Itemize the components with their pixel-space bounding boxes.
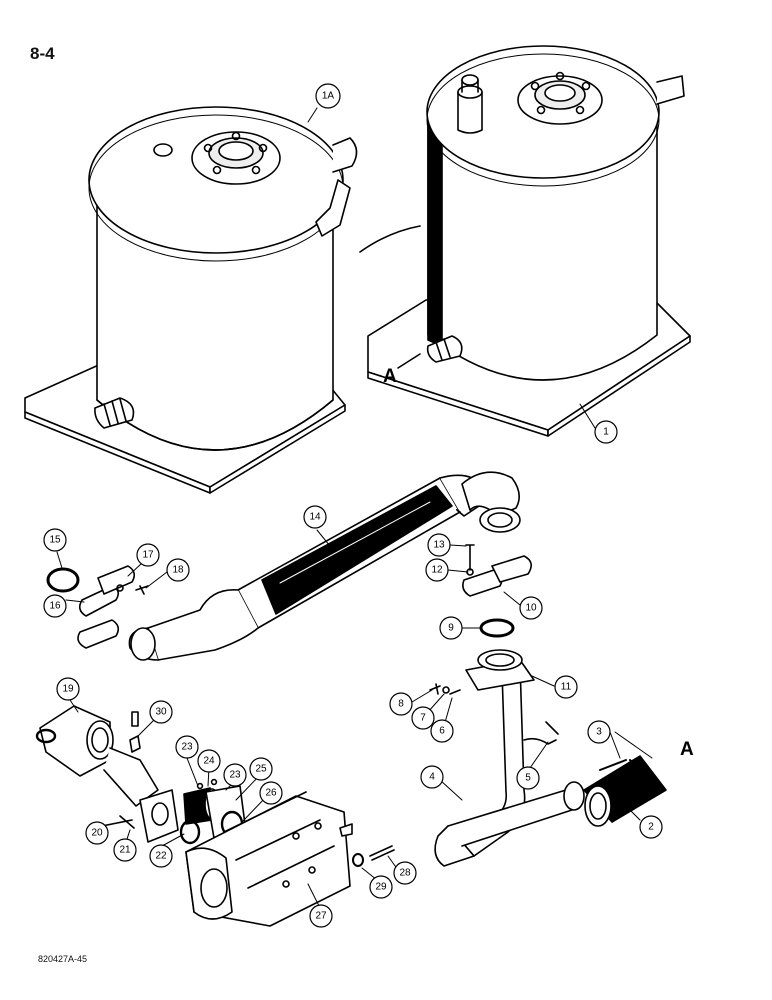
svg-text:20: 20 bbox=[91, 828, 103, 839]
svg-text:7: 7 bbox=[420, 713, 426, 724]
svg-text:15: 15 bbox=[49, 535, 61, 546]
adapter-fittings bbox=[179, 778, 247, 845]
callout-16: 16 bbox=[43, 594, 67, 618]
callout-8: 8 bbox=[389, 692, 413, 716]
callout-3: 3 bbox=[587, 720, 611, 744]
svg-text:3: 3 bbox=[596, 727, 602, 738]
svg-text:28: 28 bbox=[399, 868, 411, 879]
hydraulic-tank-right bbox=[367, 45, 691, 437]
callout-20: 20 bbox=[85, 821, 109, 845]
callout-27: 27 bbox=[309, 904, 333, 928]
svg-text:30: 30 bbox=[155, 707, 167, 718]
callout-28: 28 bbox=[393, 861, 417, 885]
callout-1a: 1A bbox=[315, 83, 341, 109]
callout-30: 30 bbox=[149, 700, 173, 724]
svg-text:9: 9 bbox=[448, 623, 454, 634]
callout-12: 12 bbox=[425, 558, 449, 582]
svg-text:23: 23 bbox=[229, 770, 241, 781]
callout-9: 9 bbox=[439, 616, 463, 640]
right-flange-set bbox=[462, 544, 532, 638]
page-number: 8-4 bbox=[30, 44, 55, 63]
svg-text:23: 23 bbox=[181, 742, 193, 753]
svg-text:4: 4 bbox=[429, 772, 435, 783]
callout-4: 4 bbox=[420, 765, 444, 789]
callout-24: 24 bbox=[197, 749, 221, 773]
svg-text:13: 13 bbox=[433, 540, 445, 551]
svg-text:12: 12 bbox=[431, 565, 443, 576]
svg-text:17: 17 bbox=[142, 550, 154, 561]
callout-10: 10 bbox=[519, 596, 543, 620]
svg-text:21: 21 bbox=[119, 845, 131, 856]
svg-text:8: 8 bbox=[398, 699, 404, 710]
callout-2: 2 bbox=[639, 815, 663, 839]
svg-text:25: 25 bbox=[255, 764, 267, 775]
callout-14: 14 bbox=[303, 505, 327, 529]
svg-text:29: 29 bbox=[375, 882, 387, 893]
callout-5: 5 bbox=[516, 766, 540, 790]
callout-13: 13 bbox=[427, 533, 451, 557]
cross-reference-curve bbox=[359, 225, 421, 253]
svg-text:1: 1 bbox=[603, 427, 609, 438]
hose-coupling bbox=[523, 721, 667, 827]
coupling-letter-a: A bbox=[680, 739, 694, 760]
callout-25: 25 bbox=[249, 757, 273, 781]
callout-15: 15 bbox=[43, 528, 67, 552]
svg-text:27: 27 bbox=[315, 911, 327, 922]
svg-text:1A: 1A bbox=[322, 91, 335, 102]
svg-text:22: 22 bbox=[155, 851, 167, 862]
screw-washer-set bbox=[352, 845, 395, 867]
callout-17: 17 bbox=[136, 543, 160, 567]
svg-text:5: 5 bbox=[525, 773, 531, 784]
figure-code: 820427A-45 bbox=[38, 954, 88, 964]
port-letter-a: A bbox=[383, 366, 397, 387]
svg-text:19: 19 bbox=[62, 684, 74, 695]
callout-23b: 23 bbox=[223, 763, 247, 787]
callout-11: 11 bbox=[554, 675, 578, 699]
svg-text:2: 2 bbox=[648, 822, 654, 833]
callout-1: 1 bbox=[594, 420, 618, 444]
callout-23a: 23 bbox=[175, 735, 199, 759]
callout-26: 26 bbox=[259, 781, 283, 805]
flange-screws bbox=[429, 683, 461, 695]
svg-text:11: 11 bbox=[561, 682, 572, 693]
left-flange-set bbox=[46, 565, 149, 649]
svg-text:10: 10 bbox=[525, 603, 537, 614]
callout-22: 22 bbox=[149, 844, 173, 868]
svg-text:16: 16 bbox=[49, 601, 61, 612]
callout-7: 7 bbox=[411, 706, 435, 730]
svg-text:24: 24 bbox=[203, 756, 215, 767]
svg-text:18: 18 bbox=[172, 565, 184, 576]
pump-elbow bbox=[35, 705, 179, 843]
svg-text:14: 14 bbox=[309, 512, 321, 523]
suction-hose bbox=[128, 471, 521, 661]
callout-21: 21 bbox=[113, 838, 137, 862]
port-a-leader bbox=[397, 353, 421, 369]
callout-29: 29 bbox=[369, 875, 393, 899]
plug bbox=[129, 735, 141, 753]
svg-text:6: 6 bbox=[439, 726, 445, 737]
hydraulic-tank-left bbox=[24, 106, 358, 494]
suction-tube bbox=[434, 649, 585, 867]
hydraulic-pump bbox=[185, 791, 353, 927]
callout-18: 18 bbox=[166, 558, 190, 582]
svg-text:26: 26 bbox=[265, 788, 277, 799]
callout-6: 6 bbox=[430, 719, 454, 743]
callout-19: 19 bbox=[56, 677, 80, 701]
